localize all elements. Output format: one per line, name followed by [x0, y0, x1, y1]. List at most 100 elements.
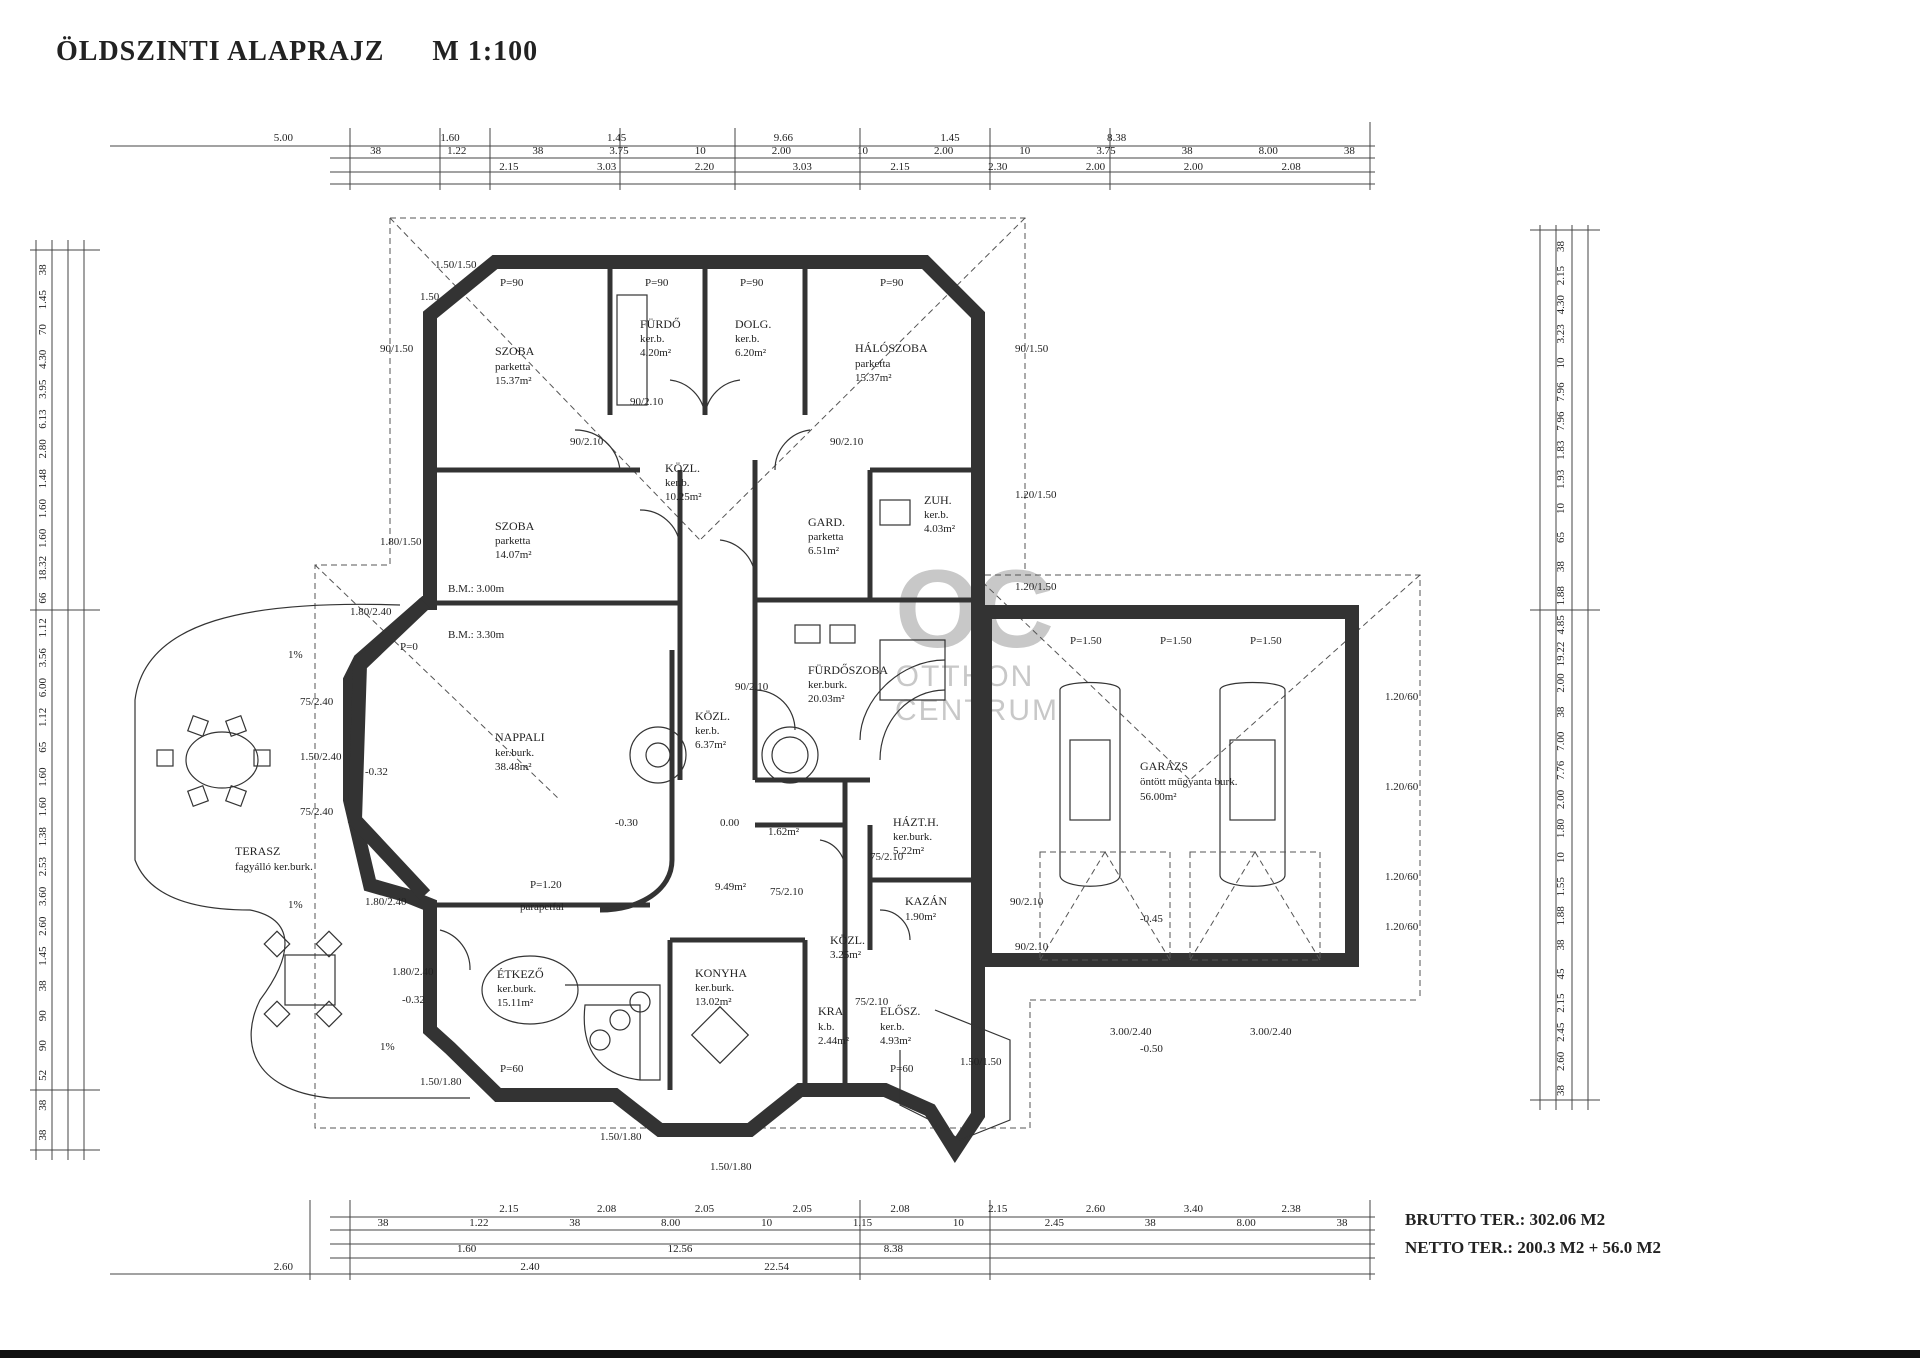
room-furdo-floor: ker.b.	[640, 333, 665, 345]
room-zuh-area: 4.03m²	[924, 523, 956, 535]
dim-bottom-1-7: 3.40	[1184, 1203, 1204, 1215]
room-haztb-area: 5.22m²	[893, 845, 925, 857]
dim-top-1-3: 9.66	[774, 132, 794, 144]
dim-right-26: 2.15	[1555, 993, 1567, 1013]
window-dim-28: 1.50/1.80	[420, 1076, 462, 1088]
dim-left-22: 2.60	[37, 916, 49, 936]
room-hall-area: 9.49m²	[715, 881, 747, 893]
room-elosz-name: ELŐSZ.	[880, 1004, 920, 1018]
room-haztb-floor: ker.burk.	[893, 831, 932, 843]
room-kamra-area: 2.44m²	[818, 1035, 850, 1047]
label-level-outside: -0.50	[1140, 1043, 1163, 1055]
netto-area: NETTO TER.: 200.3 M2 + 56.0 M2	[1405, 1238, 1662, 1257]
dim-top-3-8: 2.08	[1281, 161, 1301, 173]
room-dolg-floor: ker.b.	[735, 333, 760, 345]
dim-left-8: 1.60	[37, 498, 49, 518]
room-garazs-floor: öntött műgyanta burk.	[1140, 776, 1238, 788]
window-dim-15: 1.80/2.40	[365, 896, 407, 908]
window-dim-5: 1.20/1.50	[1015, 489, 1057, 501]
dim-top-2-11: 8.00	[1259, 145, 1279, 157]
room-terasz-name: TERASZ	[235, 844, 280, 858]
dim-left-7: 1.48	[37, 469, 49, 489]
dim-bottom-2-7: 2.45	[1045, 1217, 1065, 1229]
room-kozl1-floor: ker.b.	[665, 477, 690, 489]
dim-top-1-2: 1.45	[607, 132, 627, 144]
dim-top-2-5: 2.00	[772, 145, 792, 157]
dim-left-6: 2.80	[37, 439, 49, 459]
room-szoba1-area: 15.37m²	[495, 375, 532, 387]
dim-right-2: 4.30	[1555, 295, 1567, 315]
dim-top-2-0: 38	[370, 145, 382, 157]
plan-title: ÖLDSZINTI ALAPRAJZ M 1:100	[56, 36, 578, 68]
brutto-area: BRUTTO TER.: 302.06 M2	[1405, 1210, 1606, 1229]
opening-parapet: P=1.20	[530, 879, 562, 891]
window-dim-11: 75/2.40	[300, 696, 334, 708]
room-furdoszoba-name: FÜRDŐSZOBA	[808, 663, 888, 677]
window-dim-10: 1.20/60	[1385, 921, 1419, 933]
opening-labels: P=90 P=90 P=90 P=90 P=1.50 P=1.50 P=1.50…	[400, 277, 1282, 1075]
dim-bottom-2-4: 10	[761, 1217, 773, 1229]
opening-garage3: P=1.50	[1250, 635, 1282, 647]
dim-bottom-2-3: 8.00	[661, 1217, 681, 1229]
room-labels: SZOBA parketta 15.37m² FÜRDŐ ker.b. 4.20…	[235, 317, 1238, 1047]
dim-top-3-5: 2.30	[988, 161, 1008, 173]
terrace-outline	[134, 603, 470, 1099]
room-haloszoba-name: HÁLÓSZOBA	[855, 341, 928, 355]
dim-right-19: 2.00	[1555, 789, 1567, 809]
dim-right-8: 1.93	[1555, 469, 1567, 489]
dim-top-3-0: 2.15	[499, 161, 519, 173]
dim-left-29: 38	[37, 1129, 49, 1141]
dim-left-23: 1.45	[37, 946, 49, 966]
window-dim-1: 1.50	[420, 291, 440, 303]
room-nappali-floor: ker.burk.	[495, 747, 534, 759]
window-dim-17: 90/2.10	[570, 436, 604, 448]
dim-bottom-3-1: 12.56	[668, 1243, 693, 1255]
room-gard-name: GARD.	[808, 515, 845, 529]
dim-top-2-10: 38	[1182, 145, 1194, 157]
room-haloszoba-floor: parketta	[855, 358, 891, 370]
opening-dolg: P=90	[740, 277, 764, 289]
dim-top-1-5: 8.38	[1107, 132, 1127, 144]
dim-top-2-6: 10	[857, 145, 869, 157]
dim-bottom-2-0: 38	[377, 1217, 389, 1229]
dim-left-2: 70	[37, 324, 49, 336]
window-dim-8: 1.20/60	[1385, 781, 1419, 793]
dim-bottom-2-6: 10	[953, 1217, 965, 1229]
dim-bottom-1-8: 2.38	[1281, 1203, 1301, 1215]
dim-right-15: 2.00	[1555, 673, 1567, 693]
room-kozl1-name: KÖZL.	[665, 461, 700, 475]
label-level-terrace2: -0.32	[402, 994, 425, 1006]
misc-labels: B.M.: 3.00m B.M.: 3.30m parapetfal 1% 1%…	[288, 583, 1163, 1055]
bathroom-fixtures	[616, 294, 946, 784]
room-szoba2-area: 14.07m²	[495, 549, 532, 561]
interior-walls	[430, 262, 975, 1090]
dim-right-7: 1.83	[1555, 440, 1567, 460]
dim-bottom-3-2: 8.38	[884, 1243, 904, 1255]
dim-bottom-1-5: 2.15	[988, 1203, 1008, 1215]
plan-title-scale: M 1:100	[432, 36, 539, 67]
room-konyha-floor: ker.burk.	[695, 982, 734, 994]
window-dim-3: 90/1.50	[1015, 343, 1049, 355]
room-garazs-name: GARÁZS	[1140, 759, 1188, 773]
opening-halo: P=90	[880, 277, 904, 289]
room-kazan-name: KAZÁN	[905, 894, 947, 908]
window-dim-25: 90/2.10	[1015, 941, 1049, 953]
window-dim-26: 3.00/2.40	[1110, 1026, 1152, 1038]
dim-left-0: 38	[37, 264, 49, 276]
window-dim-27: 3.00/2.40	[1250, 1026, 1292, 1038]
room-nappali-name: NAPPALI	[495, 730, 545, 744]
window-dim-23: 75/2.10	[855, 996, 889, 1008]
dim-top-2-1: 1.22	[447, 145, 466, 157]
room-furdo-name: FÜRDŐ	[640, 317, 681, 331]
window-dim-16: 1.80/2.40	[392, 966, 434, 978]
dim-bottom-1-6: 2.60	[1086, 1203, 1106, 1215]
dim-left-19: 1.38	[37, 827, 49, 847]
room-kozl3-name: KÖZL.	[830, 933, 865, 947]
dim-bottom-4-0: 2.60	[274, 1261, 294, 1273]
dim-left-15: 1.12	[37, 708, 49, 727]
room-nappali-area: 38.48m²	[495, 761, 532, 773]
room-dolg-area: 6.20m²	[735, 347, 767, 359]
top-dimension-lines	[110, 122, 1375, 190]
window-dim-9: 1.20/60	[1385, 871, 1419, 883]
room-szoba1-name: SZOBA	[495, 344, 535, 358]
